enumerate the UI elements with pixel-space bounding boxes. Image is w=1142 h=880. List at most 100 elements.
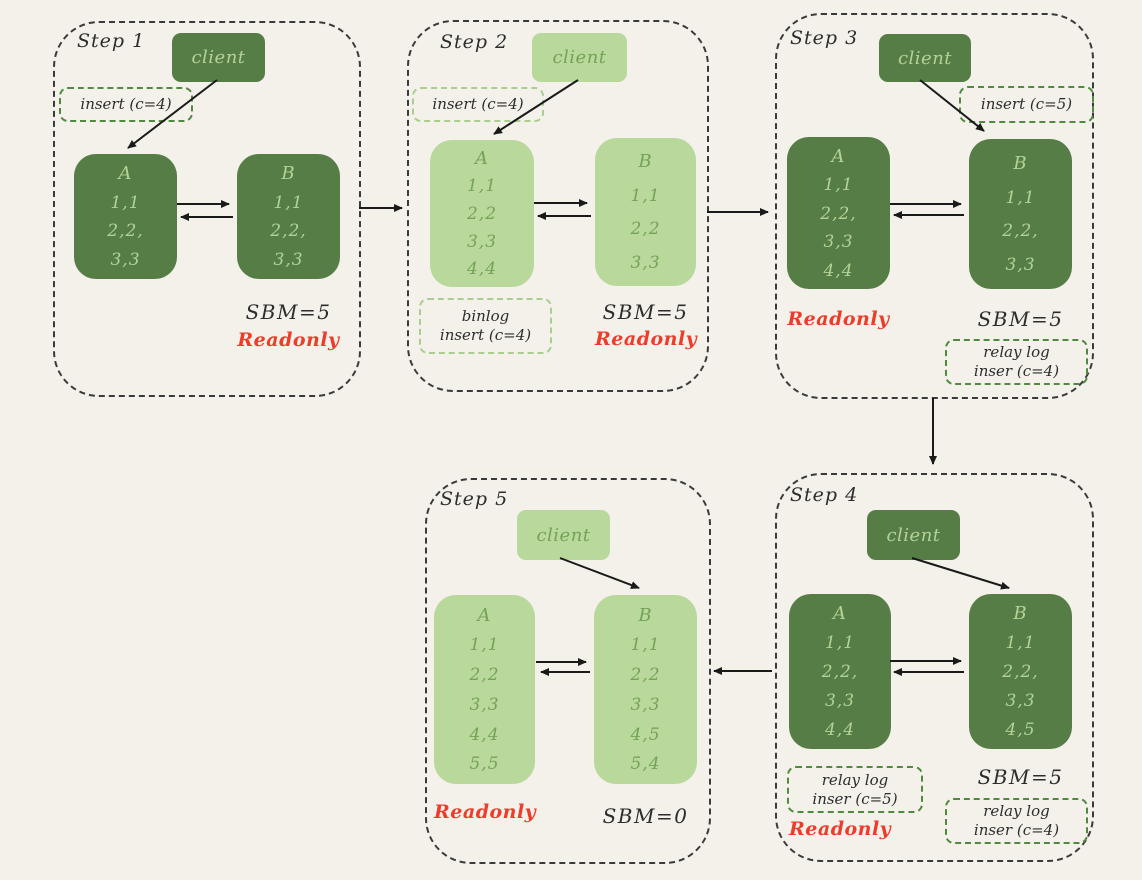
node-row: 1,1 bbox=[823, 175, 854, 195]
node-title: A bbox=[475, 147, 489, 169]
step-2-readonly-badge: Readonly bbox=[595, 328, 698, 350]
node-row: 4,4 bbox=[469, 724, 500, 745]
step-4-node-a: A 1,1 2,2, 3,3 4,4 bbox=[789, 594, 891, 749]
node-title: A bbox=[833, 603, 847, 624]
node-row: 2,2, bbox=[107, 221, 144, 242]
step-5-node-b: B 1,1 2,2 3,3 4,5 5,4 bbox=[594, 595, 697, 784]
step-3-relaylog-note-line1: relay log bbox=[983, 343, 1050, 361]
step-4-client-node: client bbox=[867, 510, 960, 560]
node-row: 1,1 bbox=[1005, 633, 1036, 653]
step-2-client-node: client bbox=[532, 33, 627, 82]
step-1-sbm-value: SBM=5 bbox=[245, 300, 332, 324]
step-4-relaylog-note-b: relay log inser (c=4) bbox=[945, 798, 1088, 844]
step-3-sbm-value: SBM=5 bbox=[977, 307, 1064, 331]
node-row: 1,1 bbox=[630, 185, 661, 206]
node-row: 5,5 bbox=[469, 754, 500, 775]
step-3-node-b: B 1,1 2,2, 3,3 bbox=[969, 139, 1072, 289]
node-row: 1,1 bbox=[630, 635, 661, 656]
step-1-node-b: B 1,1 2,2, 3,3 bbox=[237, 154, 340, 279]
step-2-container: Step 2 client insert (c=4) A 1,1 2,2 3,3… bbox=[407, 20, 709, 392]
node-row: 3,3 bbox=[469, 694, 500, 715]
step-5-node-a: A 1,1 2,2 3,3 4,4 5,5 bbox=[434, 595, 535, 784]
node-row: 1,1 bbox=[824, 633, 856, 653]
node-title: B bbox=[638, 151, 653, 173]
node-row: 2,2, bbox=[1002, 662, 1039, 682]
step-5-label: Step 5 bbox=[440, 488, 509, 510]
node-row: 3,3 bbox=[630, 694, 661, 715]
step-2-insert-note: insert (c=4) bbox=[412, 87, 544, 122]
step-3-relaylog-note-line2: inser (c=4) bbox=[973, 362, 1060, 380]
step-4-relaylog-note-b-line2: inser (c=4) bbox=[973, 821, 1060, 839]
step-5-container: Step 5 client A 1,1 2,2 3,3 4,4 5,5 B 1,… bbox=[425, 478, 711, 864]
step-2-sbm-value: SBM=5 bbox=[602, 300, 689, 324]
node-row: 3,3 bbox=[110, 250, 141, 271]
step-3-insert-note-text: insert (c=5) bbox=[980, 95, 1073, 113]
node-row: 1,1 bbox=[1005, 187, 1036, 208]
step-3-client-node: client bbox=[879, 34, 971, 82]
node-title: A bbox=[477, 604, 492, 626]
node-row: 4,4 bbox=[824, 720, 856, 740]
node-row: 2,2, bbox=[1002, 221, 1039, 242]
step-4-node-b: B 1,1 2,2, 3,3 4,5 bbox=[969, 594, 1072, 749]
step-1-label: Step 1 bbox=[77, 30, 146, 52]
node-row: 3,3 bbox=[824, 691, 856, 711]
step-2-binlog-note: binlog insert (c=4) bbox=[419, 298, 552, 354]
node-row: 1,1 bbox=[466, 176, 498, 197]
node-row: 2,2, bbox=[821, 662, 859, 682]
step-5-sbm-value: SBM=0 bbox=[602, 804, 689, 828]
node-title: B bbox=[638, 604, 653, 626]
node-row: 1,1 bbox=[273, 192, 304, 213]
step-4-label: Step 4 bbox=[790, 484, 859, 506]
node-row: 2,2, bbox=[270, 221, 307, 242]
node-row: 3,3 bbox=[466, 231, 498, 252]
node-row: 4,4 bbox=[823, 260, 854, 281]
step-3-insert-note: insert (c=5) bbox=[959, 86, 1094, 123]
step-2-insert-note-text: insert (c=4) bbox=[432, 95, 524, 113]
node-title: B bbox=[1013, 152, 1028, 174]
step-4-relaylog-note-a: relay log inser (c=5) bbox=[787, 766, 923, 813]
step-1-readonly-badge: Readonly bbox=[237, 329, 340, 351]
step-3-label: Step 3 bbox=[790, 27, 859, 49]
node-row: 4,5 bbox=[1005, 720, 1036, 740]
node-row: 1,1 bbox=[110, 192, 141, 213]
step-1-insert-note-text: insert (c=4) bbox=[80, 95, 172, 113]
node-title: B bbox=[281, 162, 296, 184]
node-title: A bbox=[831, 145, 846, 167]
step-1-client-node: client bbox=[172, 33, 265, 82]
node-title: A bbox=[118, 162, 133, 184]
step-2-label: Step 2 bbox=[440, 31, 509, 53]
step-2-binlog-note-line2: insert (c=4) bbox=[439, 326, 532, 344]
step-2-node-a: A 1,1 2,2 3,3 4,4 bbox=[430, 140, 534, 287]
step-4-sbm-value: SBM=5 bbox=[977, 765, 1064, 789]
node-row: 5,4 bbox=[630, 754, 661, 775]
node-row: 3,3 bbox=[823, 232, 854, 252]
node-row: 4,4 bbox=[466, 259, 498, 280]
step-5-readonly-badge: Readonly bbox=[434, 801, 537, 823]
node-title: B bbox=[1013, 603, 1028, 624]
node-row: 2,2 bbox=[630, 219, 661, 240]
step-4-readonly-badge: Readonly bbox=[789, 818, 892, 840]
node-row: 2,2 bbox=[630, 665, 661, 686]
step-1-container: Step 1 client insert (c=4) A 1,1 2,2, 3,… bbox=[53, 21, 361, 397]
step-3-container: Step 3 client insert (c=5) A 1,1 2,2, 3,… bbox=[775, 13, 1094, 399]
node-row: 2,2, bbox=[820, 203, 857, 224]
step-1-insert-note: insert (c=4) bbox=[59, 87, 193, 122]
step-3-readonly-badge: Readonly bbox=[787, 308, 890, 330]
step-3-relaylog-note: relay log inser (c=4) bbox=[945, 339, 1088, 385]
node-row: 3,3 bbox=[273, 250, 304, 271]
node-row: 4,5 bbox=[630, 724, 661, 745]
step-3-node-a: A 1,1 2,2, 3,3 4,4 bbox=[787, 137, 890, 289]
step-2-binlog-note-line1: binlog bbox=[461, 307, 510, 325]
node-row: 3,3 bbox=[1005, 691, 1036, 711]
node-row: 3,3 bbox=[630, 252, 661, 273]
step-4-relaylog-note-a-line2: inser (c=5) bbox=[812, 789, 898, 808]
node-row: 2,2 bbox=[466, 203, 498, 224]
node-row: 2,2 bbox=[469, 665, 500, 686]
step-5-client-node: client bbox=[517, 510, 610, 560]
step-4-relaylog-note-a-line1: relay log bbox=[821, 770, 889, 789]
step-4-relaylog-note-b-line1: relay log bbox=[983, 802, 1050, 820]
step-2-node-b: B 1,1 2,2 3,3 bbox=[595, 138, 696, 286]
node-row: 3,3 bbox=[1005, 255, 1036, 276]
step-4-container: Step 4 client A 1,1 2,2, 3,3 4,4 B 1,1 2… bbox=[775, 473, 1094, 862]
